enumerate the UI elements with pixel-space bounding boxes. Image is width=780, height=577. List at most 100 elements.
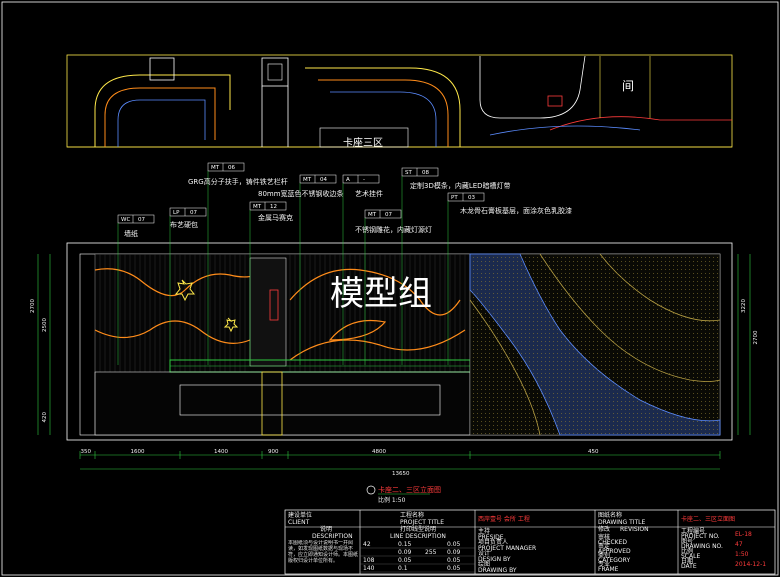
review-en: APPROVED: [598, 548, 631, 555]
role-en: PRESIDE: [478, 534, 504, 541]
review-cn: 类别: [598, 551, 610, 559]
callout-tag-num: -: [363, 177, 365, 183]
callout-text: 金属马赛克: [258, 213, 293, 222]
callout-tag-num: 04: [320, 177, 327, 183]
tb-project-cn: 工程名称: [400, 511, 424, 519]
callout-tag-num: 08: [422, 170, 429, 176]
print-cell: 0.05: [447, 557, 461, 564]
callout-text: 艺术挂件: [355, 189, 383, 198]
tb-description-cn: 说明: [320, 525, 332, 533]
drawing-title-scale: 比例 1:50: [378, 496, 406, 504]
callout-tag-code: LP: [173, 210, 180, 216]
plan-side-label: 间: [622, 79, 634, 93]
print-cell: 140: [363, 565, 375, 572]
tb-drawing-en: DRAWING TITLE: [598, 519, 646, 526]
callout-tag-num: 07: [385, 212, 392, 218]
print-cell: 0.1: [398, 565, 408, 572]
callout-tag-code: MT: [211, 165, 220, 171]
tb-revision-en: REVISION: [620, 526, 649, 533]
field-cn: 比例: [681, 547, 693, 555]
print-cell: 0.15: [398, 541, 412, 548]
callout-3: MT 12 金属马赛克: [249, 201, 293, 365]
dim-bottom-value: 450: [588, 449, 599, 455]
callout-tag-num: 07: [190, 210, 197, 216]
field-en: DRAWING NO.: [681, 543, 723, 550]
dim-bottom-value: 4800: [372, 449, 386, 455]
review-cn: 审定: [598, 542, 610, 550]
field-cn: 日期: [681, 557, 693, 565]
callout-text: 墙纸: [124, 229, 138, 238]
tb-notes: 本图纸须与设计说明书一并阅读，如发现图纸数据与现场不符，应立即通知设计师。本图纸…: [288, 540, 358, 564]
dim-bottom-value: 350: [81, 449, 92, 455]
callout-tag-code: ST: [405, 170, 412, 176]
callout-tag-code: A: [346, 177, 350, 183]
callout-text: GRG高分子扶手，铸件铁艺栏杆: [188, 177, 288, 186]
callout-text: 80mm宽蓝色不锈钢收边条: [258, 189, 344, 198]
tb-drawing-value: 卡座二、三区立面图: [681, 515, 735, 523]
dim-bottom-value: 900: [268, 449, 279, 455]
review-en: CATEGORY: [598, 557, 630, 564]
callout-tag-code: MT: [303, 177, 312, 183]
tb-print-cn: 打印线型说明: [400, 525, 436, 533]
callout-tag-code: WC: [121, 217, 130, 223]
dimension-right: 3220 2700: [737, 254, 759, 435]
callout-text: 定制3D模条，内藏LED暗槽灯带: [410, 181, 511, 190]
field-value: EL-18: [735, 531, 752, 538]
watermark-text: 模型组: [330, 274, 432, 314]
plan-area-label: 卡座三区: [343, 136, 383, 149]
print-cell: 0.09: [398, 549, 412, 556]
field-value: 1:50: [735, 551, 749, 558]
field-value: 2014-12-1: [735, 561, 766, 568]
tb-drawing-cn: 图纸名称: [598, 511, 622, 519]
callout-tag-num: 07: [138, 217, 145, 223]
callout-tag-code: MT: [253, 204, 262, 210]
role-cn: 主持: [478, 527, 490, 535]
dim-left-value: 2700: [30, 299, 36, 313]
callout-tag-code: PT: [451, 195, 458, 201]
field-cn: 工程编号: [681, 527, 705, 535]
print-cell: 255: [425, 549, 437, 556]
print-cell: 0.05: [447, 541, 461, 548]
dim-bottom-value: 1400: [214, 449, 228, 455]
tb-client-en: CLIENT: [288, 519, 310, 526]
callout-7: ST 08 定制3D模条，内藏LED暗槽灯带: [401, 167, 511, 365]
callout-tag-num: 03: [468, 195, 475, 201]
dim-right-value: 3220: [741, 299, 747, 313]
field-value: 47: [735, 541, 743, 548]
callout-2: MT 04 80mm宽蓝色不锈钢收边条: [258, 174, 344, 365]
print-cell: 42: [363, 541, 371, 548]
print-cell: 0.05: [398, 557, 412, 564]
field-en: DATE: [681, 563, 697, 570]
print-cell: 0.05: [447, 565, 461, 572]
dimension-bottom: 13650 350 1600 1400 900 4800 450: [79, 449, 721, 477]
field-en: PROJECT NO.: [681, 533, 720, 540]
review-cn: 专业: [598, 560, 610, 568]
callout-tag-code: MT: [368, 212, 377, 218]
callout-tag-num: 12: [270, 204, 277, 210]
drawing-title: 卡座二、三区立面图 比例 1:50: [366, 485, 441, 504]
dim-bottom-value: 1600: [131, 449, 145, 455]
dim-overall: 13650: [392, 471, 410, 477]
print-cell: 0.09: [447, 549, 461, 556]
floor-plan: 卡座三区 间: [66, 54, 733, 149]
callout-tag-num: 06: [228, 165, 235, 171]
role-cn: 绘图: [478, 560, 490, 568]
tb-print-en: LINE DESCRIPTION: [390, 533, 446, 540]
elevation-left-wall: [94, 253, 471, 436]
print-cell: 108: [363, 557, 375, 564]
tb-client-cn: 建设单位: [288, 511, 312, 519]
review-en: FRAME: [598, 566, 619, 573]
dim-right-value: 2700: [753, 330, 759, 344]
